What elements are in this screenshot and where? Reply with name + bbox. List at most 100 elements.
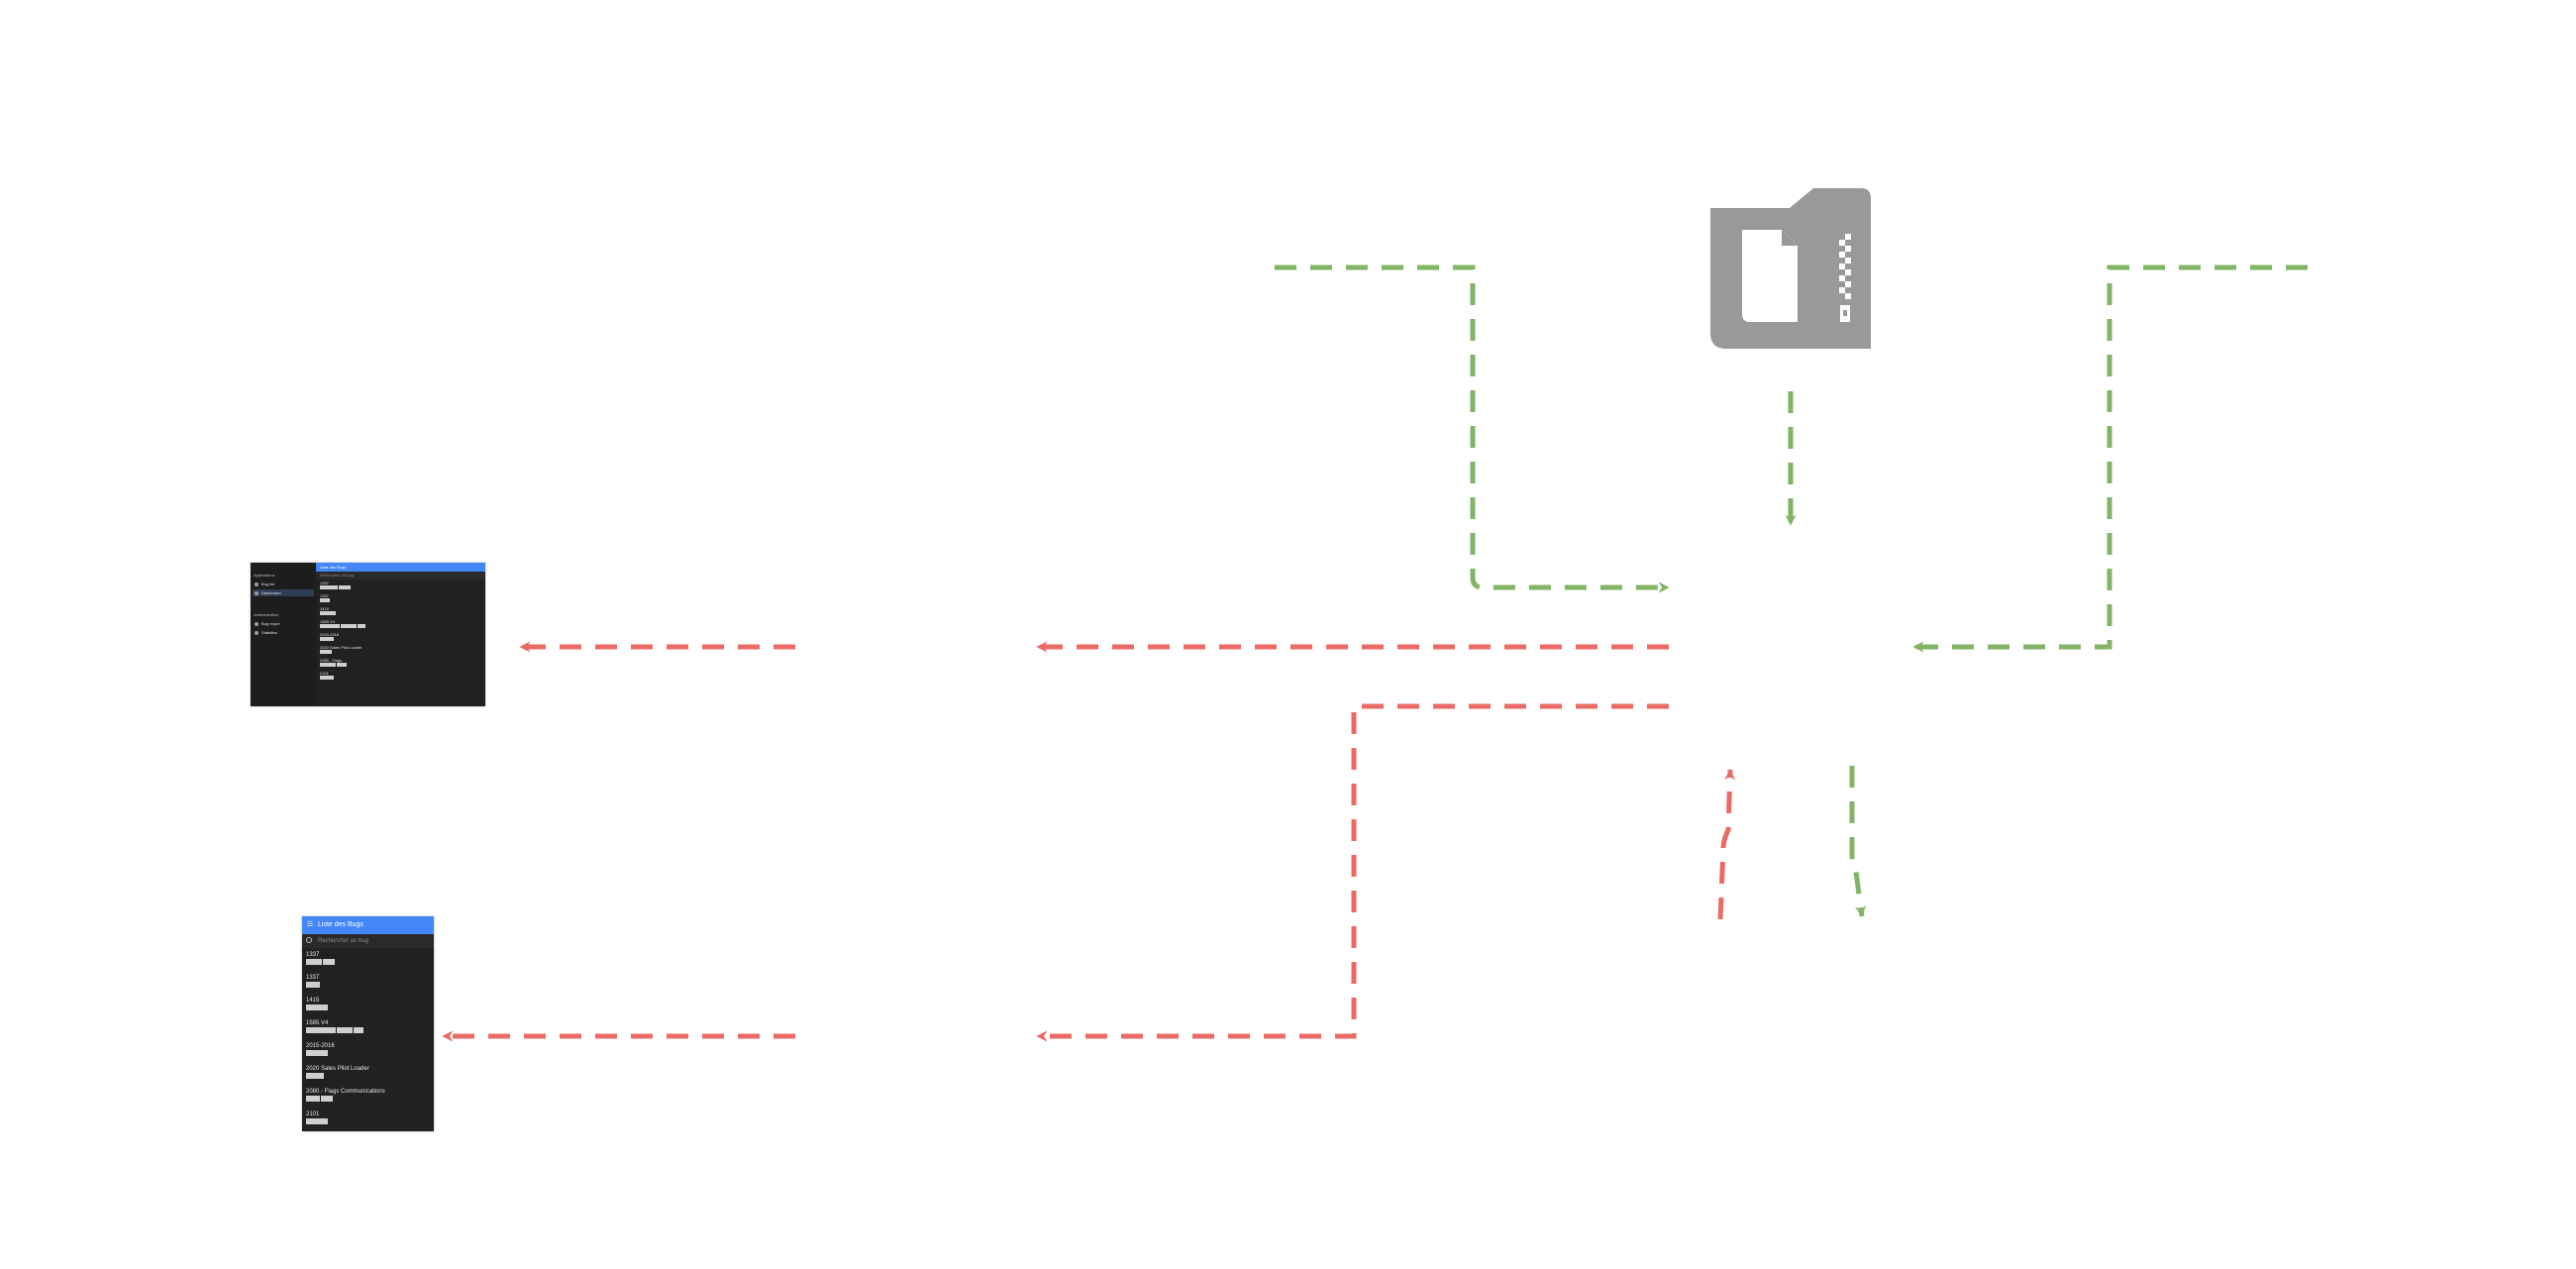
list-item: 1337 — [316, 580, 485, 592]
list-item: 2020 Sales Pilot Loader — [302, 1062, 434, 1085]
list-item: 2015-2016 — [316, 631, 485, 644]
tag-badge — [358, 624, 365, 628]
list-item: 1585 V4 — [302, 1016, 434, 1039]
tag-badge — [320, 611, 336, 615]
nav-dot-icon — [255, 630, 258, 635]
list-item: 2020 Sales Pilot Loader — [316, 644, 485, 657]
tag-badge — [354, 1027, 363, 1033]
sidebar-section-applications: Applications — [254, 573, 275, 578]
list-item: 1415 — [302, 994, 434, 1016]
sidebar-item-label: Bug report — [261, 621, 280, 626]
tag-badge — [320, 624, 340, 628]
mobile-header-title: Liste des Bugs — [318, 921, 363, 928]
sidebar-item-dashboard: Dashboard — [253, 589, 314, 596]
tag-badge — [320, 650, 332, 654]
bug-title: 1585 V4 — [320, 619, 335, 624]
mobile-search-input: Rechercher un bug — [302, 934, 434, 948]
list-item: 2101 — [316, 670, 485, 683]
bug-tags — [306, 982, 434, 1000]
list-item: 2080 - Flags Communications — [302, 1085, 434, 1108]
tag-badge — [306, 982, 320, 988]
desktop-bug-list: 1337 1337 1415 1585 V4 2015-2016 2020 Sales P… — [316, 580, 485, 683]
bug-title: 1337 — [320, 581, 329, 585]
red-arrow-up-into-hub — [1717, 769, 1736, 920]
bug-title: 2015-2016 — [320, 632, 340, 637]
bug-title: 1337 — [306, 975, 320, 981]
tag-badge — [306, 1027, 336, 1033]
bug-tags — [320, 676, 485, 693]
tag-badge — [320, 598, 330, 602]
desktop-header-title: Liste des Bugs — [316, 563, 485, 572]
bug-tags — [306, 1073, 434, 1091]
mobile-bug-list: 1337 1337 1415 1585 V4 2015-2016 2020 Sales P… — [302, 948, 434, 1130]
list-item: 2080 - Flags — [316, 657, 485, 670]
nav-dot-icon — [255, 582, 258, 586]
tag-badge — [320, 663, 336, 667]
tag-badge — [323, 959, 335, 965]
bug-tags — [320, 624, 485, 642]
green-arrow-hub-down — [1849, 766, 1867, 917]
tag-badge — [320, 637, 334, 641]
sidebar-item-label: Bug list — [261, 582, 275, 586]
search-icon — [306, 937, 312, 944]
bug-tags — [320, 663, 485, 681]
bug-title: 2015-2016 — [306, 1043, 335, 1049]
list-item: 2015-2016 — [302, 1039, 434, 1062]
bug-title: 1337 — [320, 593, 329, 598]
bug-title: 1337 — [306, 952, 320, 958]
bug-tags — [306, 1096, 434, 1113]
tag-badge — [306, 1073, 324, 1079]
sidebar-item-bug-list: Bug list — [253, 581, 314, 587]
sidebar-item-label: Dashboard — [261, 590, 281, 595]
desktop-sidebar: Applications Bug list Dashboard Administ… — [251, 563, 316, 706]
bug-tags — [320, 611, 485, 629]
list-item: 1585 V4 — [316, 618, 485, 631]
sidebar-item-bug-report: Bug report — [253, 620, 314, 627]
menu-icon: ☰ — [306, 921, 314, 928]
bug-title: 2080 - Flags Communications — [306, 1089, 385, 1095]
bug-tags — [320, 585, 485, 603]
red-arrow-hub-down-left — [1036, 703, 1669, 1042]
bug-title: 1415 — [320, 606, 329, 611]
tag-badge — [306, 1005, 328, 1010]
list-item: 1337 — [302, 971, 434, 994]
bug-tags — [320, 637, 485, 655]
bug-tags — [306, 1027, 434, 1045]
tag-badge — [306, 1118, 328, 1124]
nav-dot-icon — [255, 590, 258, 595]
sidebar-section-administration: Administration — [254, 612, 279, 617]
bug-tags — [306, 1050, 434, 1068]
bug-title: 2020 Sales Pilot Loader — [306, 1066, 369, 1072]
sidebar-item-statistics: Statistics — [253, 629, 314, 636]
list-item: 2101 — [302, 1108, 434, 1130]
bug-title: 1585 V4 — [306, 1020, 329, 1026]
bug-title: 2020 Sales Pilot Loader — [320, 645, 362, 650]
bug-tags — [320, 650, 485, 668]
bug-tags — [306, 1118, 434, 1131]
green-arrow-top-left-into-hub — [1275, 264, 1670, 593]
bug-tags — [306, 1005, 434, 1022]
mobile-header: ☰ Liste des Bugs — [302, 916, 434, 934]
list-item: 1337 — [316, 592, 485, 605]
tag-badge — [321, 1096, 333, 1102]
tag-badge — [339, 585, 351, 589]
nav-dot-icon — [255, 621, 258, 626]
desktop-search-input: Rechercher un bug — [316, 572, 485, 580]
tag-badge — [320, 676, 334, 680]
desktop-app-screenshot: Applications Bug list Dashboard Administ… — [251, 563, 485, 706]
mobile-search-placeholder: Rechercher un bug — [318, 938, 369, 944]
bug-title: 1415 — [306, 998, 320, 1004]
bug-title: 2080 - Flags — [320, 658, 343, 663]
sidebar-item-label: Statistics — [261, 630, 278, 635]
bug-tags — [320, 598, 485, 616]
tag-badge — [320, 585, 338, 589]
bug-title: 2101 — [320, 671, 329, 676]
zip-archive-icon — [1710, 188, 1871, 349]
tag-badge — [306, 1096, 320, 1102]
green-arrow-right-into-hub — [1912, 264, 2308, 653]
tag-badge — [337, 663, 347, 667]
